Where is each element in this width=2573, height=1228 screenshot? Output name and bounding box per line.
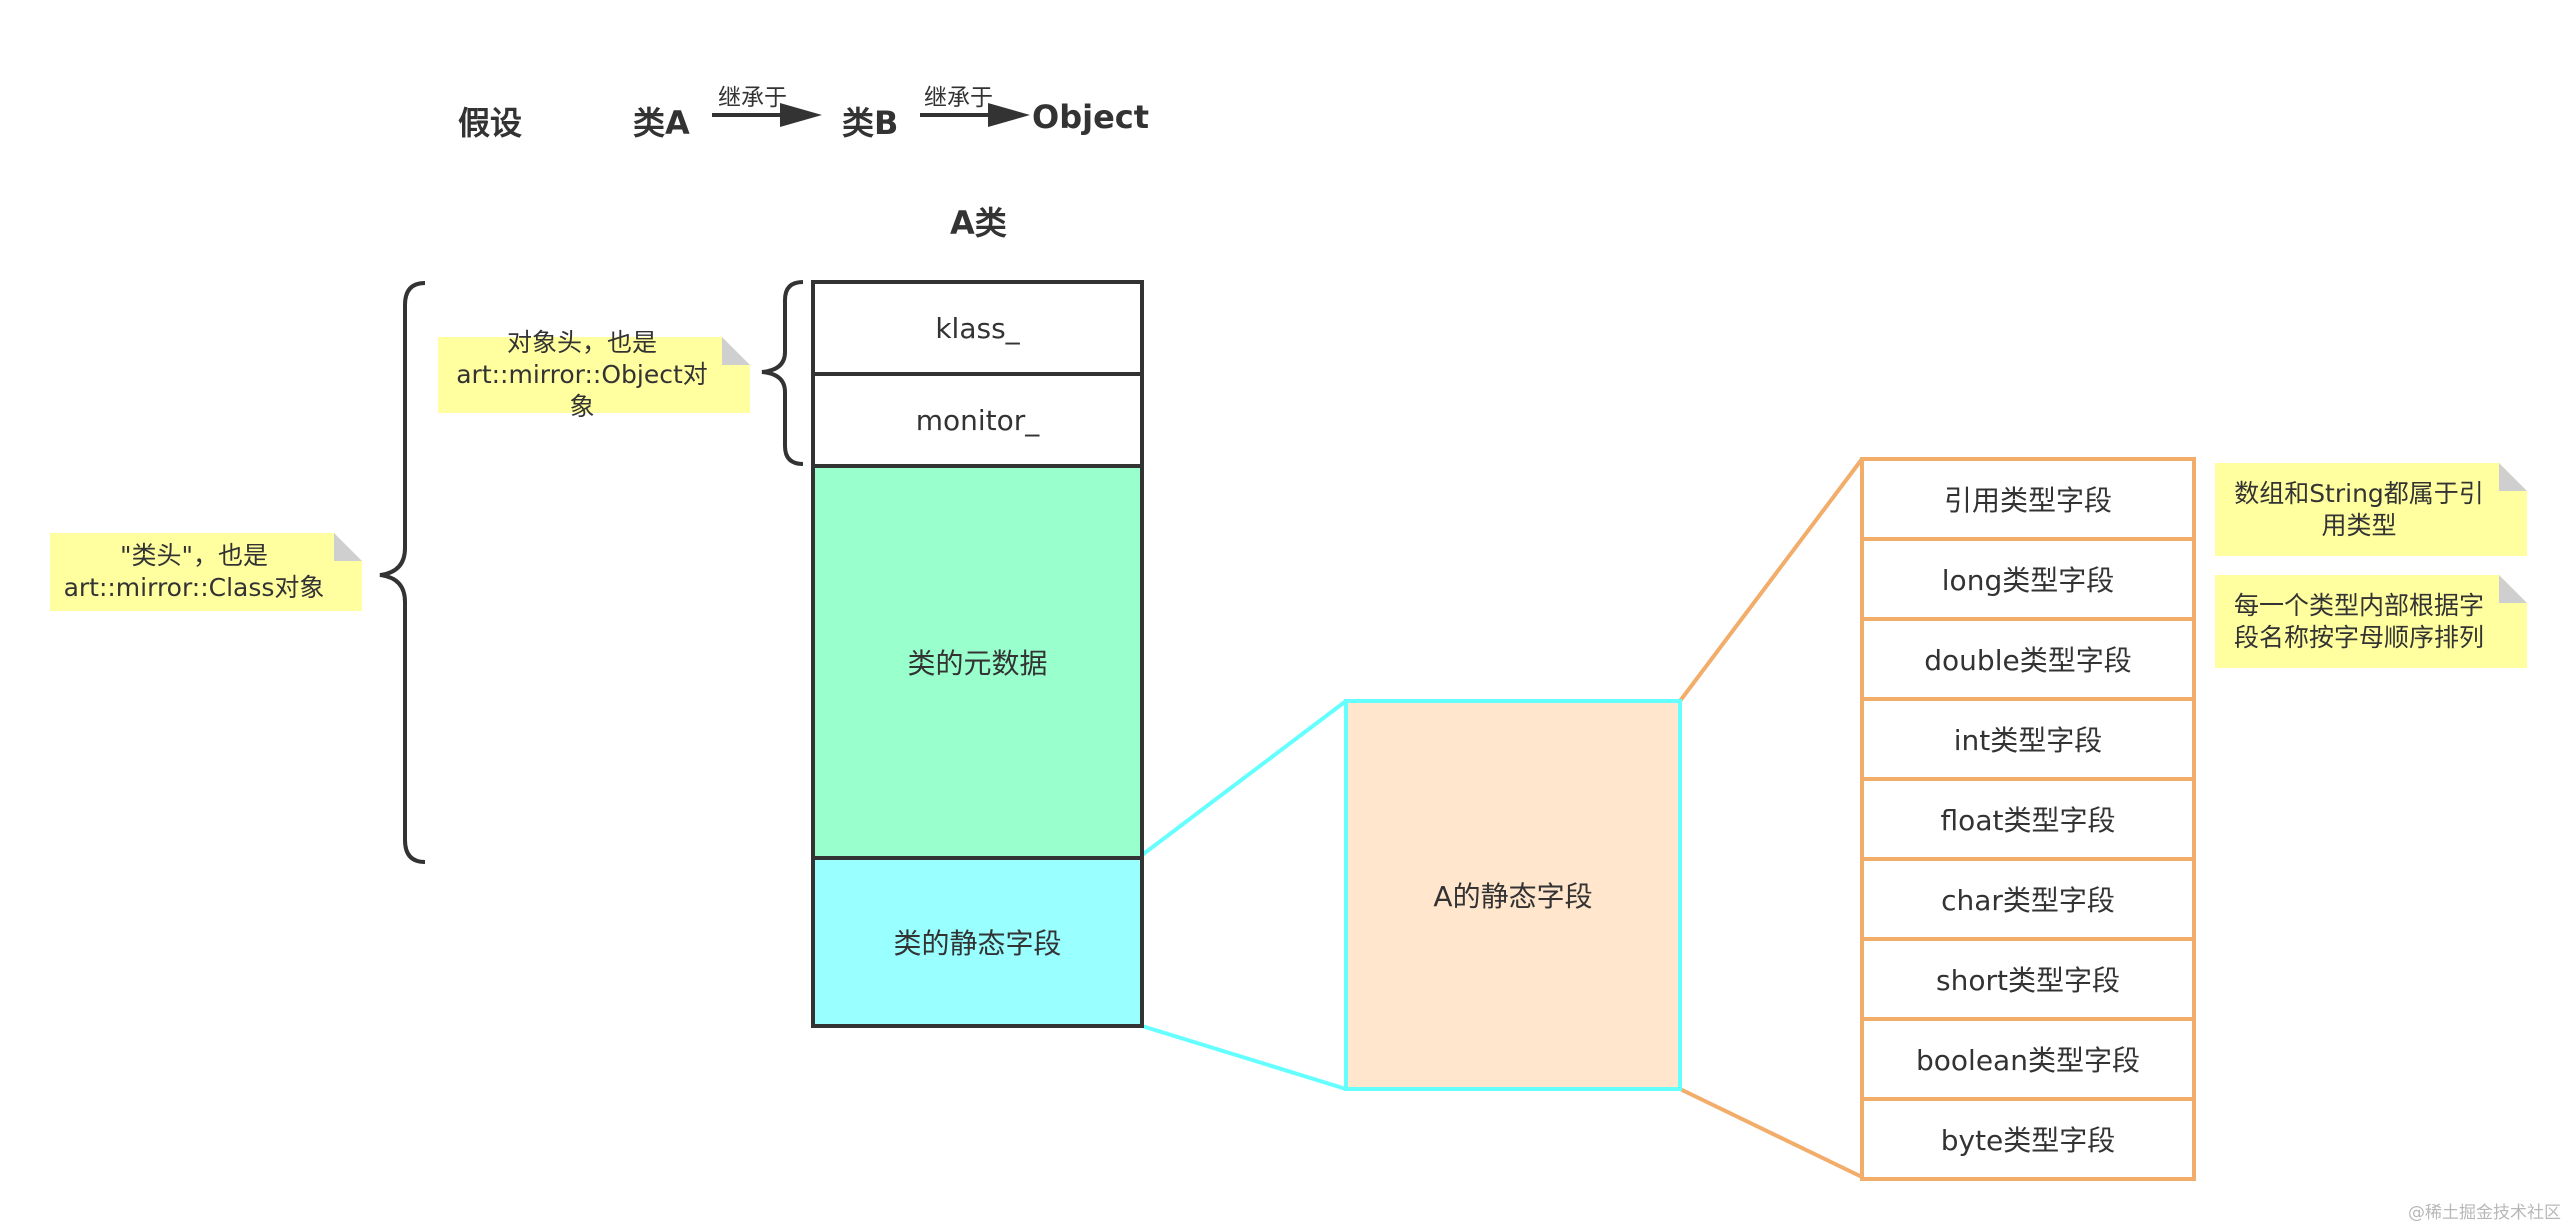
klass-cell: klass_ [811,280,1144,376]
field-type-label: char类型字段 [1941,884,2115,917]
class-header-note-line-1: "类头"，也是 [120,541,268,570]
field-type-row: char类型字段 [1860,857,2196,941]
field-order-note: 每一个类型内部根据字 段名称按字母顺序排列 [2215,575,2527,668]
inherits-label-1: 继承于 [718,85,787,111]
reference-type-note-line-1: 数组和String都属于引 [2234,478,2484,508]
inherit-arrow-b-to-object [920,103,1030,127]
class-a-label: 类A [633,104,690,142]
field-type-label: byte类型字段 [1940,1124,2116,1157]
reference-type-note: 数组和String都属于引 用类型 [2215,463,2527,556]
object-header-note-line-2: art::mirror::Object对象 [456,360,708,421]
class-header-note: "类头"，也是 art::mirror::Class对象 [50,533,362,611]
zoom-line-bottom [1141,1024,1347,1091]
note-fold-corner [2499,463,2527,491]
class-static-fields-label: 类的静态字段 [893,927,1062,960]
class-header-note-line-2: art::mirror::Class对象 [63,573,325,602]
field-type-label: boolean类型字段 [1916,1044,2140,1077]
a-class-title: A类 [950,204,1007,242]
assume-label: 假设 [458,104,523,142]
field-type-row: boolean类型字段 [1860,1017,2196,1101]
object-header-note-line-1: 对象头，也是 [506,328,657,357]
field-type-label: long类型字段 [1941,564,2115,597]
note-fold-corner [722,337,750,365]
monitor-cell: monitor_ [811,372,1144,468]
klass-cell-label: klass_ [935,311,1020,345]
field-type-label: short类型字段 [1936,964,2120,997]
field-type-label: int类型字段 [1953,724,2103,757]
note-fold-corner [334,533,362,561]
class-b-label: 类B [842,104,899,142]
field-type-row: float类型字段 [1860,777,2196,861]
class-metadata-cell: 类的元数据 [811,464,1144,860]
monitor-cell-label: monitor_ [915,403,1040,437]
class-static-fields-cell: 类的静态字段 [811,856,1144,1028]
field-type-label: 引用类型字段 [1943,484,2112,517]
field-type-row: double类型字段 [1860,617,2196,701]
field-type-row: byte类型字段 [1860,1097,2196,1181]
field-type-row: 引用类型字段 [1860,457,2196,541]
a-static-fields-label: A的静态字段 [1433,880,1593,913]
zoom-line-top [1140,699,1348,857]
field-type-label: double类型字段 [1924,644,2132,677]
a-static-fields-box: A的静态字段 [1344,699,1682,1091]
field-order-note-line-1: 每一个类型内部根据字 [2233,590,2484,620]
field-type-row: int类型字段 [1860,697,2196,781]
inherit-arrow-a-to-b [712,103,822,127]
field-order-note-line-2: 段名称按字母顺序排列 [2233,622,2484,652]
class-header-brace [379,281,426,864]
zoom-line-orange-bottom [1679,1087,1863,1179]
object-header-note: 对象头，也是 art::mirror::Object对象 [438,328,750,421]
zoom-line-orange-top [1678,457,1864,703]
object-label: Object [1032,98,1150,136]
reference-type-note-line-2: 用类型 [2321,510,2397,540]
watermark: @稀土掘金技术社区 [2408,1203,2561,1223]
field-type-row: short类型字段 [1860,937,2196,1021]
object-header-brace [761,280,804,466]
class-metadata-label: 类的元数据 [907,647,1048,680]
field-type-row: long类型字段 [1860,537,2196,621]
inherits-label-2: 继承于 [924,85,993,111]
note-fold-corner [2499,575,2527,603]
field-type-label: float类型字段 [1940,804,2116,837]
